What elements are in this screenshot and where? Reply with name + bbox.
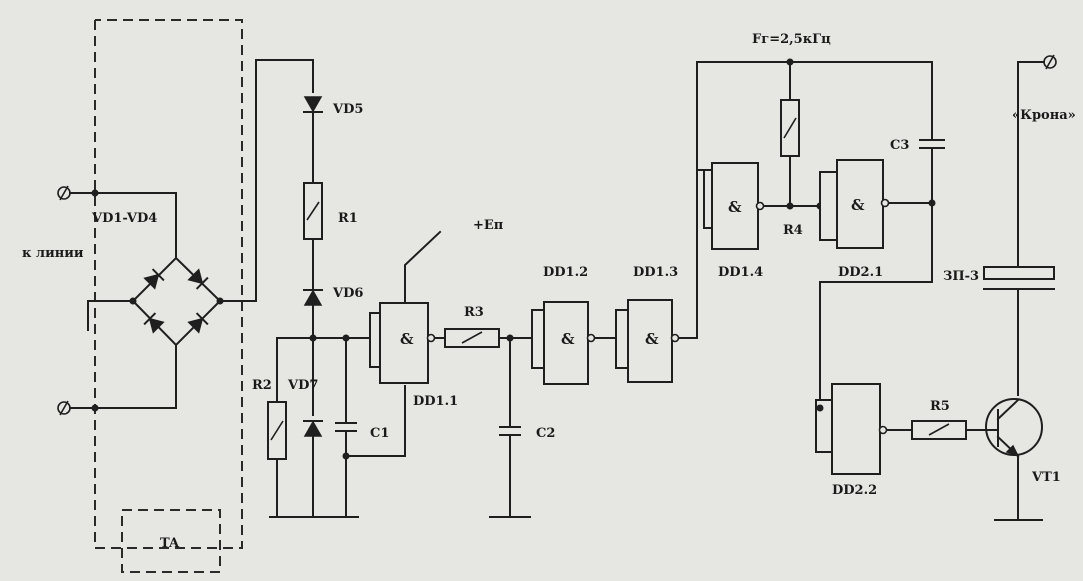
diode-vd6 bbox=[303, 289, 323, 339]
zp3-label: ЗП-3 bbox=[943, 269, 979, 284]
dd1-1-label: DD1.1 bbox=[413, 394, 458, 409]
gate-dd1-4-symbol: & bbox=[728, 198, 742, 216]
input-node-wiring bbox=[276, 334, 406, 460]
r3-label: R3 bbox=[464, 305, 484, 320]
vt1-label: VT1 bbox=[1031, 470, 1061, 485]
capacitor-c1 bbox=[335, 422, 357, 518]
supply-en-wire bbox=[404, 230, 442, 306]
transistor-vt1 bbox=[985, 398, 1043, 521]
diode-vd7 bbox=[303, 420, 323, 516]
c3-label: C3 bbox=[890, 138, 909, 153]
r2-label: R2 bbox=[252, 378, 272, 393]
line-terminal-top bbox=[57, 185, 71, 201]
en-label: +Eп bbox=[473, 218, 504, 233]
gate-dd1-1-symbol: & bbox=[400, 330, 414, 348]
gate-dd2-1 bbox=[819, 159, 890, 249]
krona-label: «Крона» bbox=[1012, 108, 1076, 123]
ta-label: TA bbox=[160, 536, 180, 551]
capacitor-c3 bbox=[919, 139, 945, 149]
vd7-label: VD7 bbox=[287, 378, 318, 393]
gate-dd1-3 bbox=[615, 231, 698, 383]
line-label: к линии bbox=[22, 246, 84, 261]
diode-bridge bbox=[131, 256, 222, 347]
capacitor-c2 bbox=[489, 337, 531, 518]
dd1-3-label: DD1.3 bbox=[633, 265, 678, 280]
vd1-vd4-label: VD1-VD4 bbox=[91, 211, 157, 226]
enclosure-outline bbox=[94, 19, 243, 549]
gate-dd1-2 bbox=[531, 301, 617, 385]
dd1-4-label: DD1.4 bbox=[718, 265, 763, 280]
resistor-r1 bbox=[303, 182, 323, 289]
resistor-r4 bbox=[780, 99, 800, 157]
dd2-2-label: DD2.2 bbox=[832, 483, 877, 498]
resistor-r2 bbox=[267, 401, 287, 516]
dd1-2-label: DD1.2 bbox=[543, 265, 588, 280]
c2-label: C2 bbox=[536, 426, 555, 441]
gate-dd2-2 bbox=[815, 383, 913, 475]
vd5-label: VD5 bbox=[332, 102, 363, 117]
gate-dd1-4 bbox=[703, 162, 765, 250]
r1-label: R1 bbox=[338, 211, 358, 226]
c1-label: C1 bbox=[370, 426, 389, 441]
gate-dd1-3-symbol: & bbox=[645, 330, 659, 348]
oscillator-wiring bbox=[696, 58, 936, 233]
r5-label: R5 bbox=[930, 399, 950, 414]
frequency-label: Fг=2,5кГц bbox=[752, 32, 831, 47]
r4-label: R4 bbox=[783, 223, 803, 238]
gate-dd1-2-symbol: & bbox=[561, 330, 575, 348]
ta-block bbox=[121, 509, 221, 573]
diode-vd5 bbox=[303, 96, 323, 184]
gate-dd1-1 bbox=[369, 302, 436, 384]
dd2-1-label: DD2.1 bbox=[838, 265, 883, 280]
vd6-label: VD6 bbox=[332, 286, 363, 301]
battery-terminal-krona bbox=[1017, 54, 1057, 396]
line-terminal-bottom bbox=[57, 400, 71, 416]
resistor-r3 bbox=[434, 328, 533, 348]
gate-dd2-1-symbol: & bbox=[851, 196, 865, 214]
resistor-r5 bbox=[911, 420, 997, 440]
